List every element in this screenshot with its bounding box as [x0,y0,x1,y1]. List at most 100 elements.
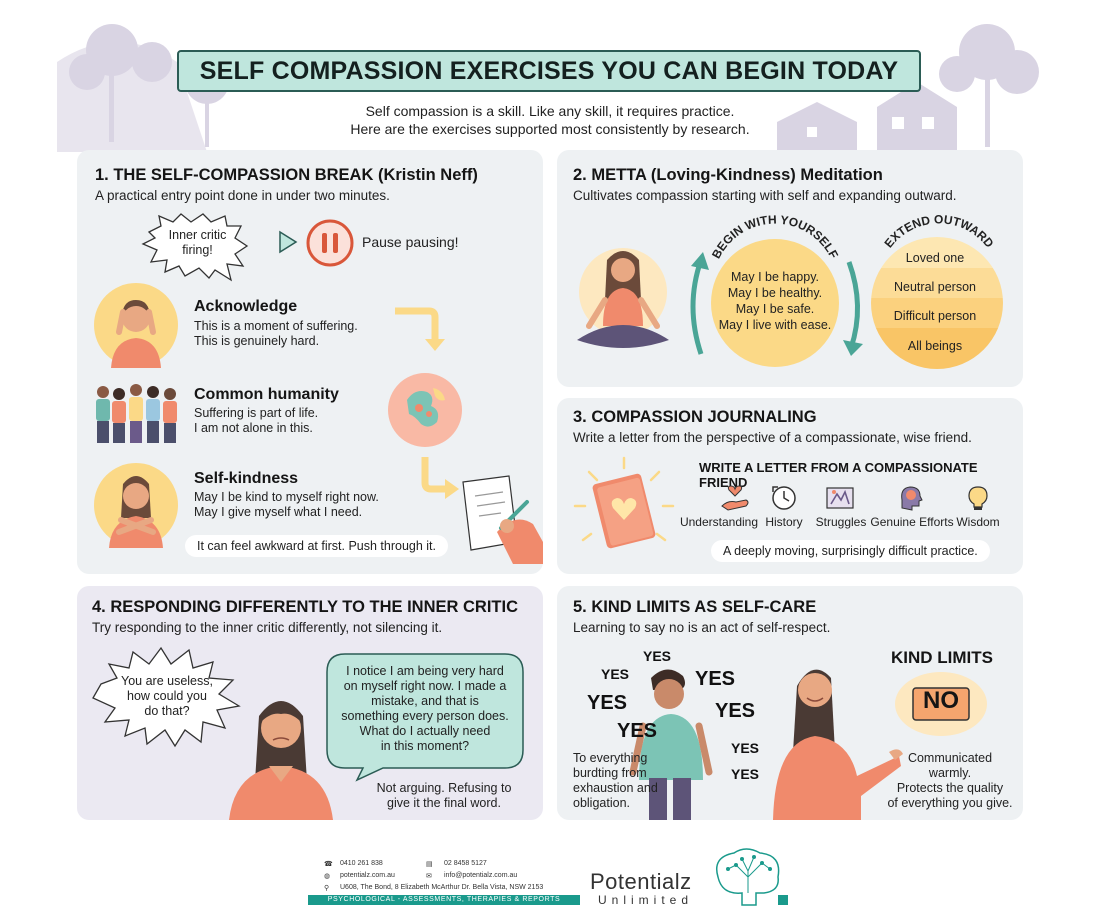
critic-line-1: You are useless, [121,674,213,688]
curved-arrow-down-icon [843,261,863,356]
confident-woman-icon [773,669,903,820]
no-sign: NO [923,687,959,714]
pause-label: Pause pausing! [362,234,459,250]
step-common-humanity-title: Common humanity [194,386,339,403]
section-self-compassion-break: 1. THE SELF-COMPASSION BREAK (Kristin Ne… [77,150,543,574]
group-of-people-icon [96,384,177,443]
worried-woman-icon [229,701,333,820]
section-metta-meditation: 2. METTA (Loving-Kindness) Meditation Cu… [557,150,1023,387]
section-subheading: Write a letter from the perspective of a… [573,430,972,445]
yes-word: YES [715,700,756,722]
step-acknowledge-line-2: This is genuinely hard. [194,334,320,348]
arrow-right-curve-icon [421,457,459,499]
yes-word: YES [695,668,736,690]
arrow-right-icon [279,230,298,254]
step-common-humanity-line-1: Suffering is part of life. [194,406,319,420]
yes-word: YES [731,766,760,782]
critic-spiky-bubble-icon [92,646,241,748]
brand-subtitle: Unlimited [598,893,694,907]
arrow-down-icon [395,307,445,351]
metta-phrase-1: May I be happy. [730,270,819,284]
section-subheading: Learning to say no is an act of self-res… [573,620,831,635]
section-compassion-journaling: 3. COMPASSION JOURNALING Write a letter … [557,398,1023,574]
exhausted-man-icon [629,669,713,820]
letter-item-struggles: Struggles [815,515,867,529]
subtitle-line-1: Self compassion is a skill. Like any ski… [365,103,735,119]
response-line-6: in this moment? [380,739,470,753]
note-not-arguing-1: Not arguing. Refusing to [376,781,512,795]
section-heading: 5. KIND LIMITS AS SELF-CARE [573,598,817,616]
response-line-4: something every person does. [341,709,509,723]
footer-phone-1[interactable]: 0410 261 838 [340,860,383,867]
outward-item-4: All beings [907,339,963,353]
letter-title: WRITE A LETTER FROM A COMPASSIONATE FRIE… [699,460,978,490]
footer: ☎ 0410 261 838 ▤ 02 8458 5127 ◍ potentia… [308,848,792,911]
yes-word: YES [601,666,630,682]
struggles-icon [826,487,854,509]
step-self-kindness-line-2: May I give myself what I need. [194,505,363,519]
no-desc-line-3: Protects the quality [896,781,1004,795]
letter-item-understanding: Understanding [679,515,759,529]
letter-item-wisdom: Wisdom [956,515,1000,529]
yes-desc-line-3: exhaustion and [573,781,658,795]
outward-item-1: Loved one [905,251,965,265]
section-subheading: A practical entry point done in under tw… [95,188,390,203]
response-line-1: I notice I am being very hard [346,664,504,678]
yes-desc-line-1: To everything [573,751,648,765]
section-heading: 1. THE SELF-COMPASSION BREAK (Kristin Ne… [95,166,478,184]
footer-phone-2[interactable]: 02 8458 5127 [444,860,487,867]
no-desc-line-2: warmly. [928,766,972,780]
self-hug-person-icon [94,463,178,548]
footer-website[interactable]: potentialz.com.au [340,872,395,879]
brain-tree-logo-icon [716,848,788,906]
section-heading: 4. RESPONDING DIFFERENTLY TO THE INNER C… [92,598,518,616]
footer-address: U608, The Bond, 8 Elizabeth McArthur Dr.… [340,884,544,891]
globe-icon [388,373,462,447]
footer-email[interactable]: info@potentialz.com.au [444,872,518,879]
globe-small-icon: ◍ [324,873,331,880]
critic-line-2: how could you [127,689,207,703]
response-line-2: on myself right now. I made a [343,679,507,693]
note-deeply-moving: A deeply moving, surprisingly difficult … [711,540,990,562]
meditating-person-icon [577,248,669,348]
pause-icon [306,219,354,267]
footer-banner: PSYCHOLOGICAL - ASSESSMENTS, THERAPIES &… [308,895,580,905]
compassion-speech-bubble-icon [326,653,524,782]
background-scenery [57,24,1039,152]
section-kind-limits: 5. KIND LIMITS AS SELF-CARE Learning to … [557,586,1023,820]
step-acknowledge-line-1: This is a moment of suffering. [194,319,358,333]
step-self-kindness-line-1: May I be kind to myself right now. [194,490,379,504]
response-line-5: What do I actually need [359,724,491,738]
spiky-bubble-icon [141,213,249,282]
inner-critic-line-2: firing! [182,243,213,257]
phone-icon: ☎ [324,861,333,868]
no-desc-line-4: of everything you give. [887,796,1013,810]
self-circle-icon: BEGIN WITH YOURSELF [709,213,841,367]
step-common-humanity-line-2: I am not alone in this. [194,421,313,435]
letter-item-history: History [765,515,803,529]
outward-circle-icon: EXTEND OUTWARD [871,212,1003,369]
yes-desc-line-2: burdting from [573,766,647,780]
metta-phrase-3: May I be safe. [735,302,815,316]
location-pin-icon: ⚲ [324,885,330,892]
subtitle-line-2: Here are the exercises supported most co… [350,121,750,137]
step-acknowledge-title: Acknowledge [194,298,298,315]
yes-desc-line-4: obligation. [573,796,630,810]
distressed-person-icon [94,283,178,368]
critic-line-3: do that? [144,704,190,718]
yes-word: YES [731,740,760,756]
yes-word: YES [617,720,658,742]
yes-word: YES [587,692,628,714]
metta-phrase-2: May I be healthy. [727,286,823,300]
glowing-book-icon [573,456,675,549]
yes-word: YES [643,648,672,664]
outward-item-3: Difficult person [893,309,977,323]
section-subheading: Cultivates compassion starting with self… [573,188,957,203]
no-desc-line-1: Communicated [907,751,993,765]
note-awkward: It can feel awkward at first. Push throu… [185,535,449,557]
kind-limits-title: KIND LIMITS [891,648,993,667]
step-self-kindness-title: Self-kindness [194,470,299,487]
letter-item-genuine-efforts: Genuine Efforts [870,515,954,529]
inner-critic-line-1: Inner critic [168,228,227,242]
curved-arrow-up-icon [690,252,709,355]
